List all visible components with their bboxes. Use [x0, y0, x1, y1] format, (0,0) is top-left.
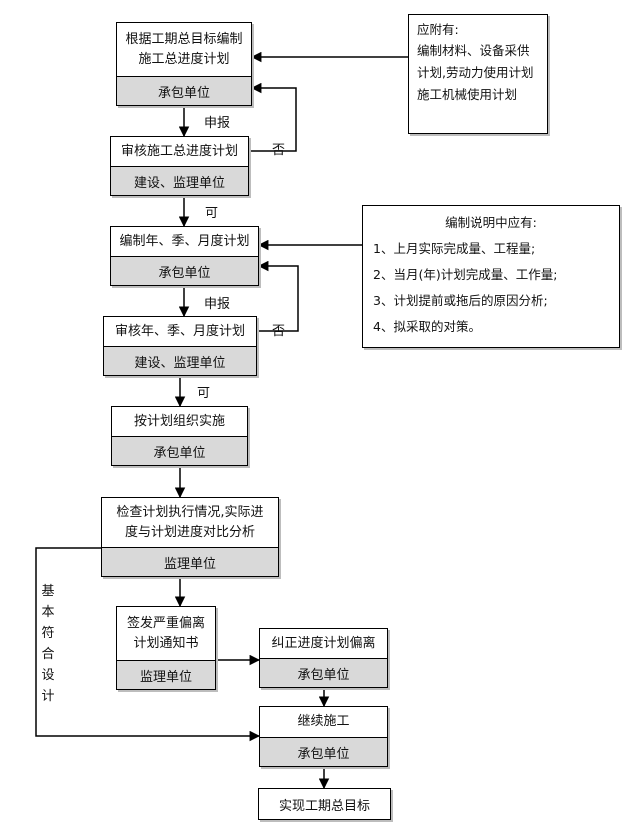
- label-report: 申报: [204, 297, 231, 312]
- arrow-b4-feedback: [257, 260, 299, 332]
- note-body: 编制材料、设备采供计划,劳动力使用计划施工机械使用计划: [417, 43, 534, 102]
- label-approve: 可: [205, 206, 219, 221]
- label-char: 基: [41, 584, 55, 599]
- box-responsible: 建设、监理单位: [111, 166, 248, 195]
- label-report: 申报: [204, 116, 231, 131]
- box-check-progress: 检查计划执行情况,实际进度与计划进度对比分析 监理单位: [101, 497, 279, 577]
- label-char: 合: [41, 647, 55, 662]
- label-approve: 可: [197, 386, 211, 401]
- box-issue-deviation-notice: 签发严重偏离计划通知书 监理单位: [116, 606, 216, 690]
- box-responsible: 承包单位: [111, 256, 258, 285]
- label-char: 符: [41, 626, 55, 641]
- box-compile-master-schedule: 根据工期总目标编制施工总进度计划 承包单位: [116, 22, 252, 106]
- box-correct-deviation: 纠正进度计划偏离 承包单位: [259, 628, 388, 688]
- box-title: 纠正进度计划偏离: [271, 635, 376, 651]
- box-responsible: 承包单位: [260, 737, 387, 766]
- note-item: 3、计划提前或拖后的原因分析;: [373, 293, 548, 308]
- box-responsible: 建设、监理单位: [104, 346, 256, 375]
- box-implement-plan: 按计划组织实施 承包单位: [111, 406, 248, 466]
- box-review-periodic-plan: 审核年、季、月度计划 建设、监理单位: [103, 316, 257, 376]
- box-achieve-goal: 实现工期总目标: [258, 788, 391, 820]
- label-char: 设: [41, 668, 55, 683]
- note-compile-instructions: 编制说明中应有: 1、上月实际完成量、工程量; 2、当月(年)计划完成量、工作量…: [362, 205, 620, 348]
- note-item: 1、上月实际完成量、工程量;: [373, 241, 536, 256]
- note-attachments: 应附有: 编制材料、设备采供计划,劳动力使用计划施工机械使用计划: [408, 14, 548, 134]
- note-title: 编制说明中应有:: [445, 215, 537, 230]
- note-title: 应附有:: [417, 22, 459, 37]
- box-title: 检查计划执行情况,实际进度与计划进度对比分析: [116, 504, 264, 540]
- box-responsible: 监理单位: [117, 660, 215, 689]
- box-responsible: 监理单位: [102, 547, 278, 576]
- box-responsible: 承包单位: [112, 436, 247, 465]
- box-title: 审核年、季、月度计划: [114, 323, 245, 339]
- note-item: 2、当月(年)计划完成量、工作量;: [373, 267, 558, 282]
- box-title: 根据工期总目标编制施工总进度计划: [125, 31, 243, 67]
- box-continue-construction: 继续施工 承包单位: [259, 706, 388, 767]
- label-reject: 否: [272, 143, 286, 158]
- label-char: 计: [41, 689, 55, 704]
- box-responsible: 承包单位: [260, 658, 387, 687]
- box-title: 继续施工: [297, 714, 350, 729]
- box-title: 编制年、季、月度计划: [119, 233, 250, 249]
- box-title: 审核施工总进度计划: [120, 143, 238, 159]
- box-responsible: 承包单位: [117, 76, 251, 105]
- label-reject: 否: [272, 324, 286, 339]
- box-title: 签发严重偏离计划通知书: [127, 615, 206, 651]
- arrow-conform-loop: [35, 547, 261, 742]
- label-char: 本: [41, 605, 55, 620]
- label-conform-design: 基 本 符 合 设 计: [40, 581, 56, 707]
- box-compile-periodic-plan: 编制年、季、月度计划 承包单位: [110, 226, 259, 286]
- arrow-b2-feedback: [249, 82, 297, 152]
- note-item: 4、拟采取的对策。: [373, 319, 481, 334]
- box-title: 按计划组织实施: [133, 413, 225, 429]
- box-review-master-schedule: 审核施工总进度计划 建设、监理单位: [110, 136, 249, 196]
